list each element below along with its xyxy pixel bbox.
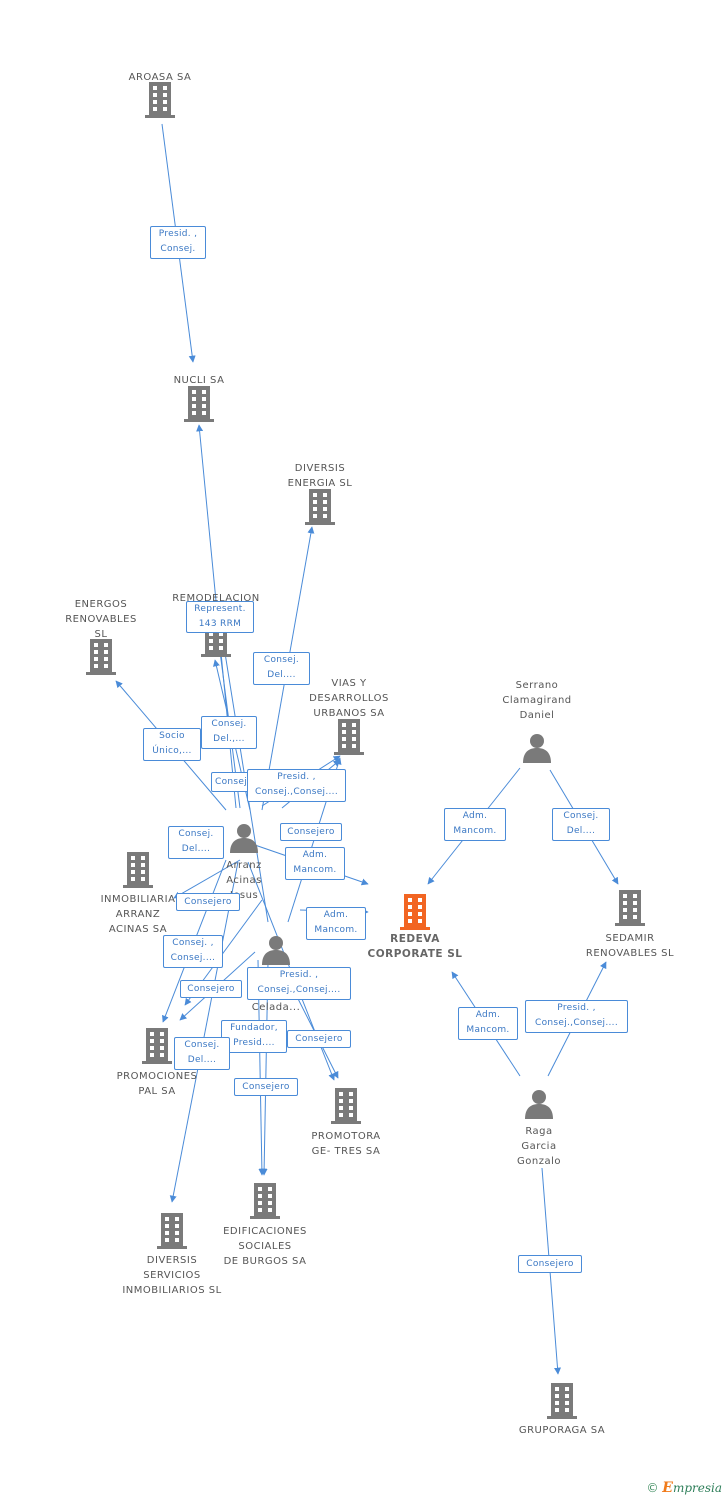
edge-label-6[interactable]: Presid. , Consej.,Consej.... [247, 769, 346, 802]
node-label-diversis_servicios[interactable]: DIVERSIS SERVICIOS INMOBILIARIOS SL [122, 1255, 222, 1296]
edge-label-2[interactable]: Consej. Del.... [253, 652, 310, 685]
building-icon-aroasa[interactable] [145, 82, 175, 118]
edge-label-22[interactable]: Presid. , Consej.,Consej.... [525, 1000, 628, 1033]
edge-label-15[interactable]: Fundador, Presid.... [221, 1020, 287, 1053]
person-icon-raga[interactable] [525, 1090, 553, 1119]
node-label-raga[interactable]: Raga Garcia Gonzalo [517, 1126, 561, 1167]
brand-footer[interactable]: © Empresia [646, 1480, 722, 1496]
edge-12 [173, 859, 241, 899]
edge-label-8[interactable]: Consej. Del.... [168, 826, 224, 859]
node-label-gruporaga[interactable]: GRUPORAGA SA [518, 1425, 606, 1436]
node-label-sedamir[interactable]: SEDAMIR RENOVABLES SL [585, 933, 675, 959]
building-icon-sedamir[interactable] [615, 890, 645, 926]
building-icon-edificaciones[interactable] [250, 1183, 280, 1219]
edge-label-9[interactable]: Adm. Mancom. [285, 847, 345, 880]
edge-label-21[interactable]: Adm. Mancom. [444, 808, 506, 841]
building-icon-inmobiliaria[interactable] [123, 852, 153, 888]
edge-label-12[interactable]: Consej. , Consej.... [163, 935, 223, 968]
node-label-aroasa[interactable]: AROASA SA [128, 72, 192, 83]
edge-label-1[interactable]: Represent. 143 RRM [186, 601, 254, 633]
node-label-promociones[interactable]: PROMOCIONES PAL SA [116, 1071, 198, 1097]
building-icon-vias[interactable] [334, 719, 364, 755]
edge-label-23[interactable]: Consejero [518, 1255, 582, 1273]
person-icon-celada[interactable] [262, 936, 290, 965]
edge-label-7[interactable]: Consejero [280, 823, 342, 841]
node-label-diversis_energia[interactable]: DIVERSIS ENERGIA SL [287, 463, 353, 489]
building-icon-redeva[interactable] [400, 894, 430, 930]
person-icon-arranz[interactable] [230, 824, 258, 853]
edge-label-4[interactable]: Consej. Del.,... [201, 716, 257, 749]
edge-label-5[interactable]: Consej.... [211, 772, 259, 792]
edge-label-17[interactable]: Consej. Del.... [174, 1037, 230, 1070]
node-label-serrano[interactable]: Serrano Clamagirand Daniel [502, 680, 572, 721]
node-label-energos[interactable]: ENERGOS RENOVABLES SL [65, 599, 137, 640]
node-label-redeva[interactable]: REDEVA CORPORATE SL [367, 933, 463, 960]
node-label-nucli[interactable]: NUCLI SA [173, 375, 225, 386]
building-icon-promociones[interactable] [142, 1028, 172, 1064]
building-icon-diversis_servicios[interactable] [157, 1213, 187, 1249]
person-icon-serrano[interactable] [523, 734, 551, 763]
copyright-icon: © [646, 1481, 659, 1495]
edge-label-20[interactable]: Consej. Del.... [552, 808, 610, 841]
edge-16 [169, 861, 239, 1203]
edge-label-3[interactable]: Socio Único,... [143, 728, 201, 761]
building-icon-energos[interactable] [86, 639, 116, 675]
node-label-inmobiliaria[interactable]: INMOBILIARIA ARRANZ ACINAS SA [100, 894, 176, 935]
building-icon-nucli[interactable] [184, 386, 214, 422]
node-label-celada[interactable]: Celada... [251, 1002, 301, 1013]
building-icon-diversis_energia[interactable] [305, 489, 335, 525]
edge-label-10[interactable]: Consejero [176, 893, 240, 911]
node-label-vias[interactable]: VIAS Y DESARROLLOS URBANOS SA [309, 678, 389, 719]
building-icon-promotora[interactable] [331, 1088, 361, 1124]
edge-label-19[interactable]: Adm. Mancom. [458, 1007, 518, 1040]
edge-label-16[interactable]: Consejero [287, 1030, 351, 1048]
edge-label-13[interactable]: Presid. , Consej.,Consej.... [247, 967, 351, 1000]
node-label-arranz[interactable]: Arranz Acinas Jesus [226, 860, 262, 901]
brand-logo: Empresia [662, 1480, 722, 1496]
edge-label-0[interactable]: Presid. , Consej. [150, 226, 206, 259]
edge-label-14[interactable]: Consejero [180, 980, 242, 998]
edge-label-11[interactable]: Adm. Mancom. [306, 907, 366, 940]
building-icon-gruporaga[interactable] [547, 1383, 577, 1419]
node-label-promotora[interactable]: PROMOTORA GE- TRES SA [311, 1131, 381, 1157]
node-label-edificaciones[interactable]: EDIFICACIONES SOCIALES DE BURGOS SA [223, 1226, 307, 1267]
edge-label-18[interactable]: Consejero [234, 1078, 298, 1096]
